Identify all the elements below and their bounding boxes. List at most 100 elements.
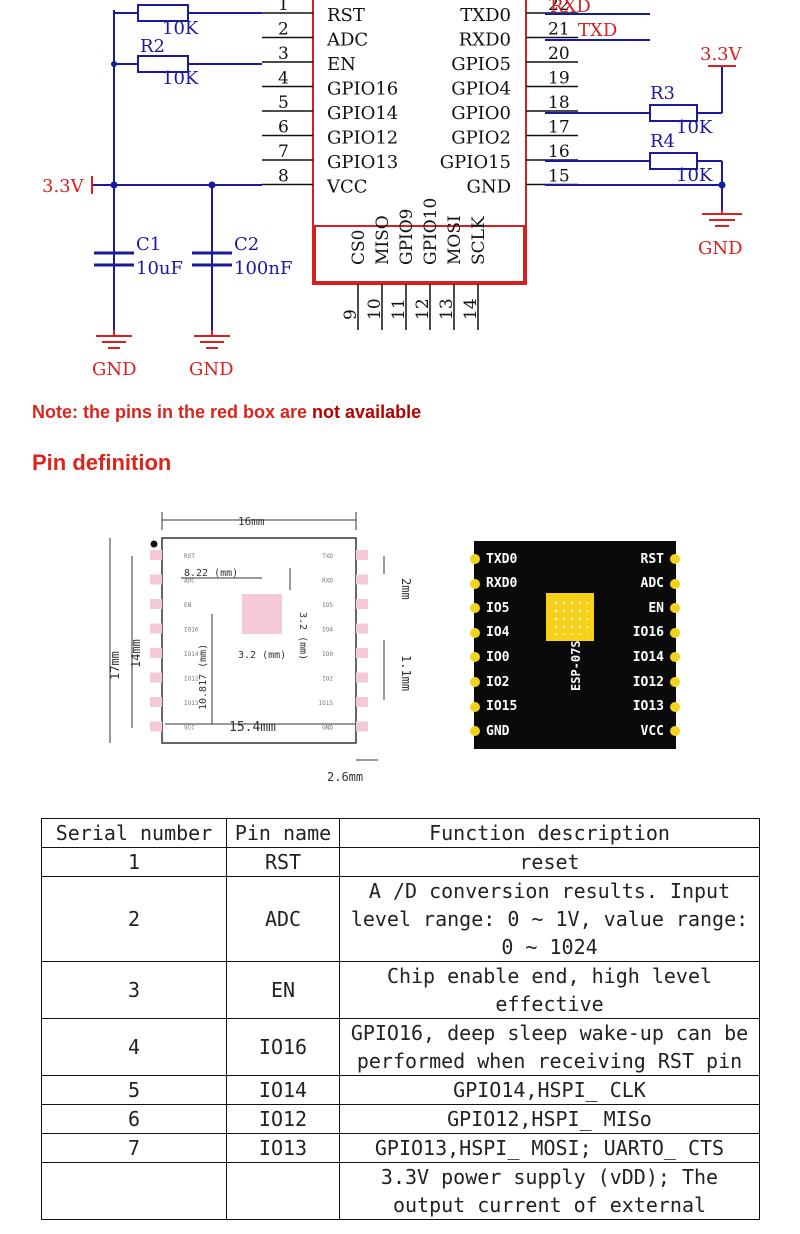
module-pin-label: GND bbox=[486, 723, 510, 739]
right-pad bbox=[356, 623, 368, 634]
r2-label: R2 bbox=[140, 36, 165, 57]
module-pin-left: IO2 bbox=[470, 673, 509, 691]
pad-icon bbox=[670, 701, 680, 712]
module-pin-right: RST bbox=[641, 550, 680, 568]
left-pin-number: 5 bbox=[278, 93, 289, 113]
right-pad-label: RXD bbox=[322, 578, 333, 585]
left-pad-label: ADC bbox=[184, 578, 195, 585]
left-pad-label: IO13 bbox=[184, 700, 199, 707]
left-pad bbox=[150, 721, 162, 732]
cell-desc: 3.3V power supply (vDD); The output curr… bbox=[339, 1162, 760, 1220]
dim-pitch: 1.1mm bbox=[399, 655, 413, 691]
left-pin-name: ADC bbox=[326, 30, 368, 51]
cell-pin: IO12 bbox=[226, 1104, 340, 1134]
dim-span: 15.4mm bbox=[229, 720, 276, 735]
left-pin-number: 8 bbox=[278, 167, 289, 187]
module-pin-label: EN bbox=[648, 600, 664, 616]
pad-icon bbox=[470, 554, 480, 564]
dim-edge: 2.6mm bbox=[327, 770, 363, 784]
left-pad bbox=[150, 623, 162, 634]
pin1-marker bbox=[150, 540, 158, 548]
module-pin-label: ADC bbox=[640, 576, 664, 592]
module-pin-label: IO0 bbox=[486, 649, 510, 665]
pad-icon bbox=[670, 627, 680, 638]
right-pad bbox=[356, 550, 368, 560]
unavailable-pins-box bbox=[314, 225, 525, 283]
left-pad bbox=[150, 697, 162, 707]
module-pin-right: EN bbox=[648, 599, 680, 617]
right-pin-name: GPIO15 bbox=[440, 152, 511, 173]
bottom-pin-number: 9 bbox=[341, 309, 361, 320]
module-pin-right: IO14 bbox=[633, 648, 680, 666]
right-pin-name: TXD0 bbox=[460, 5, 511, 26]
gnd-label-1: GND bbox=[92, 359, 137, 380]
left-pin-name: GPIO13 bbox=[327, 152, 398, 173]
header-function: Function description bbox=[339, 818, 760, 848]
module-pin-right: IO13 bbox=[633, 698, 680, 716]
c1-value: 10uF bbox=[136, 258, 183, 279]
bottom-pin-name: CS0 bbox=[349, 230, 369, 265]
left-pin-name: VCC bbox=[326, 177, 368, 198]
left-pad bbox=[150, 672, 162, 683]
right-pad bbox=[356, 697, 368, 707]
bottom-pin-name: SCLK bbox=[469, 216, 489, 265]
cell-pin: RST bbox=[226, 847, 340, 877]
pad-icon bbox=[470, 627, 480, 638]
module-name: ESP-07S bbox=[569, 640, 583, 691]
right-pad-label: GND bbox=[322, 725, 333, 732]
cell-serial: 7 bbox=[41, 1133, 227, 1163]
pad-icon bbox=[470, 677, 480, 687]
r3-value: 10K bbox=[676, 117, 713, 138]
module-pin-left: IO5 bbox=[470, 599, 509, 617]
module-outline bbox=[161, 537, 357, 744]
cell-desc: reset bbox=[339, 847, 760, 877]
gnd-label-3: GND bbox=[698, 238, 743, 259]
bottom-pin-number: 14 bbox=[461, 298, 481, 320]
bottom-pin-name: MISO bbox=[373, 215, 393, 265]
right-pad-label: IO2 bbox=[322, 676, 333, 683]
availability-note: Note: the pins in the red box are not av… bbox=[32, 402, 421, 423]
cell-desc: GPIO13,HSPI_ MOSI; UARTO_ CTS bbox=[339, 1133, 760, 1163]
pad-icon bbox=[670, 677, 680, 687]
dim-pad-h: 3.2 (mm) bbox=[297, 612, 308, 660]
cell-desc: Chip enable end, high level effective bbox=[339, 961, 760, 1019]
cell-pin: EN bbox=[226, 961, 340, 1019]
right-pad-label: IO0 bbox=[322, 651, 333, 658]
right-pin-name: RXD0 bbox=[459, 30, 511, 51]
right-pad bbox=[356, 574, 368, 585]
dim-top-gap: 2mm bbox=[399, 578, 413, 600]
right-pin-name: GPIO5 bbox=[451, 54, 511, 75]
dim-bottom: 10.817 (mm) bbox=[198, 644, 209, 710]
right-pad-label: TXD bbox=[322, 553, 333, 560]
module-pin-label: IO16 bbox=[632, 625, 664, 641]
left-pin-number: 2 bbox=[278, 20, 289, 40]
pad-icon bbox=[470, 652, 480, 663]
cell-pin: IO14 bbox=[226, 1075, 340, 1105]
right-pad-label: IO5 bbox=[322, 602, 333, 609]
dim-inner-height: 14mm bbox=[129, 639, 143, 668]
bottom-pin-number: 10 bbox=[365, 298, 385, 320]
bottom-pin-name: GPIO10 bbox=[421, 198, 441, 265]
cell-serial bbox=[41, 1162, 227, 1220]
right-pin-number: 15 bbox=[548, 167, 570, 187]
right-pad bbox=[356, 648, 368, 658]
left-pin-name: GPIO14 bbox=[327, 103, 398, 124]
c1-label: C1 bbox=[136, 234, 161, 255]
chip-footprint bbox=[242, 594, 282, 634]
right-pin-name: GPIO4 bbox=[451, 79, 511, 100]
cell-pin: IO13 bbox=[226, 1133, 340, 1163]
module-pin-label: IO14 bbox=[632, 649, 664, 665]
right-pin-name: GPIO0 bbox=[451, 103, 511, 124]
right-pad bbox=[356, 721, 368, 732]
left-pad-label: IO12 bbox=[184, 676, 199, 683]
r2-value: 10K bbox=[162, 68, 199, 89]
pad-icon bbox=[470, 603, 480, 614]
chip-outline bbox=[312, 0, 527, 285]
pad-icon bbox=[670, 603, 680, 614]
pad-icon bbox=[470, 701, 480, 712]
note-emphasis: not available bbox=[312, 402, 422, 422]
